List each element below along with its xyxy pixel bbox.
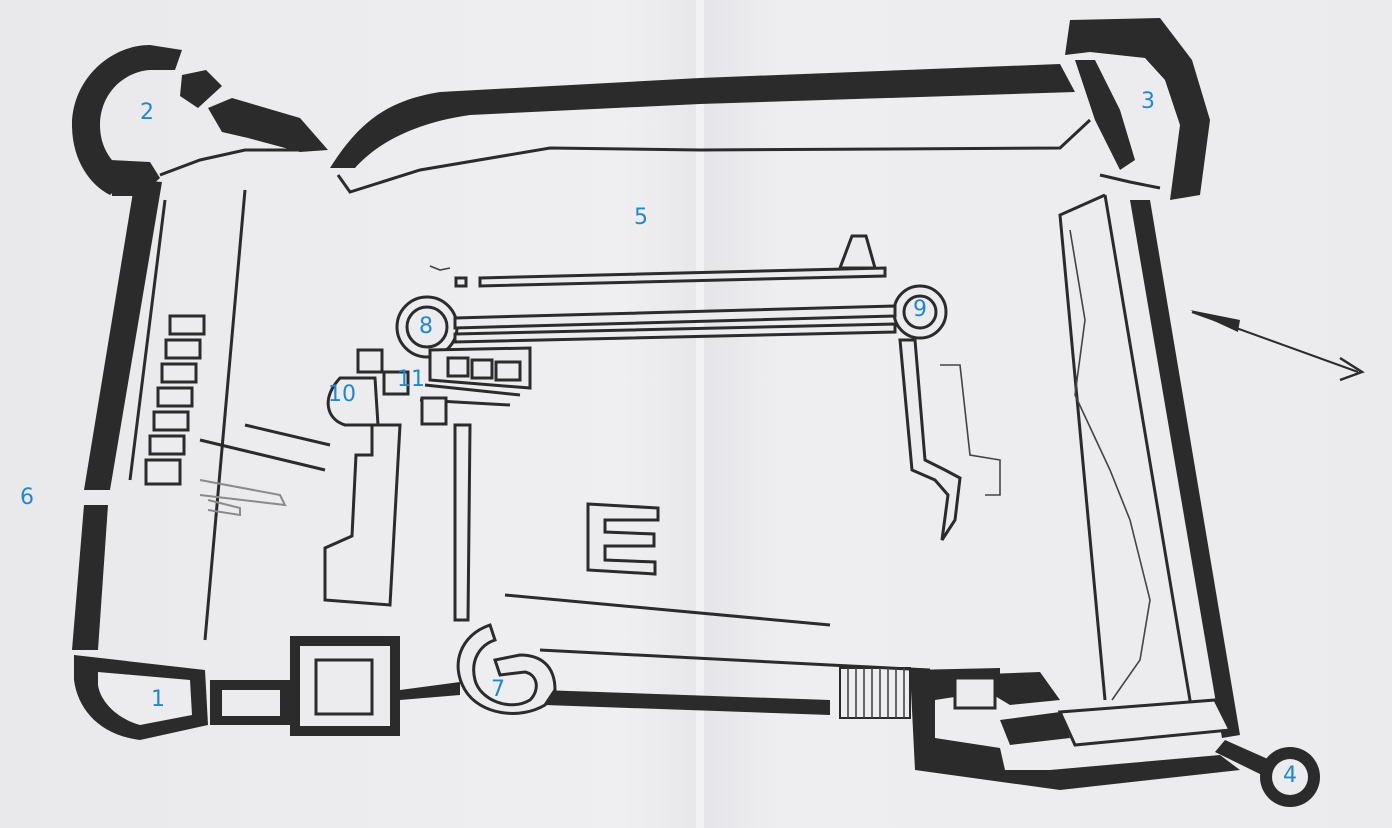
south-wall: [504, 593, 1240, 790]
casemate: [144, 458, 182, 486]
label-5: 5: [634, 205, 648, 230]
north-arrow-icon: [1190, 310, 1365, 382]
casemate: [148, 434, 186, 456]
label-7: 7: [491, 677, 505, 702]
label-10: 10: [328, 382, 356, 407]
label-1: 1: [151, 687, 165, 712]
gatehouse: [290, 636, 460, 736]
north-wall: [330, 64, 1092, 194]
label-9: 9: [913, 297, 927, 322]
label-11: 11: [397, 367, 425, 392]
tower-4: [1215, 740, 1320, 807]
casemate: [168, 314, 206, 336]
casemate: [152, 410, 190, 432]
building-10: [326, 376, 380, 427]
tower-1: [74, 655, 290, 740]
tower-3: [1065, 18, 1210, 200]
label-8: 8: [419, 314, 433, 339]
casemate: [156, 386, 194, 408]
label-6: 6: [20, 485, 34, 510]
gate-chamber: [953, 676, 997, 710]
tower-7: [456, 623, 557, 715]
east-wall: [1058, 193, 1240, 738]
casemate: [164, 338, 202, 360]
label-2: 2: [140, 100, 154, 125]
e-shaped-building: [586, 502, 660, 576]
label-3: 3: [1141, 89, 1155, 114]
tower-2: [72, 45, 328, 196]
casemate: [160, 362, 198, 384]
label-4: 4: [1283, 763, 1297, 788]
stair: [839, 667, 911, 719]
west-wall: [72, 148, 300, 650]
inner-buildings: [199, 234, 1001, 622]
